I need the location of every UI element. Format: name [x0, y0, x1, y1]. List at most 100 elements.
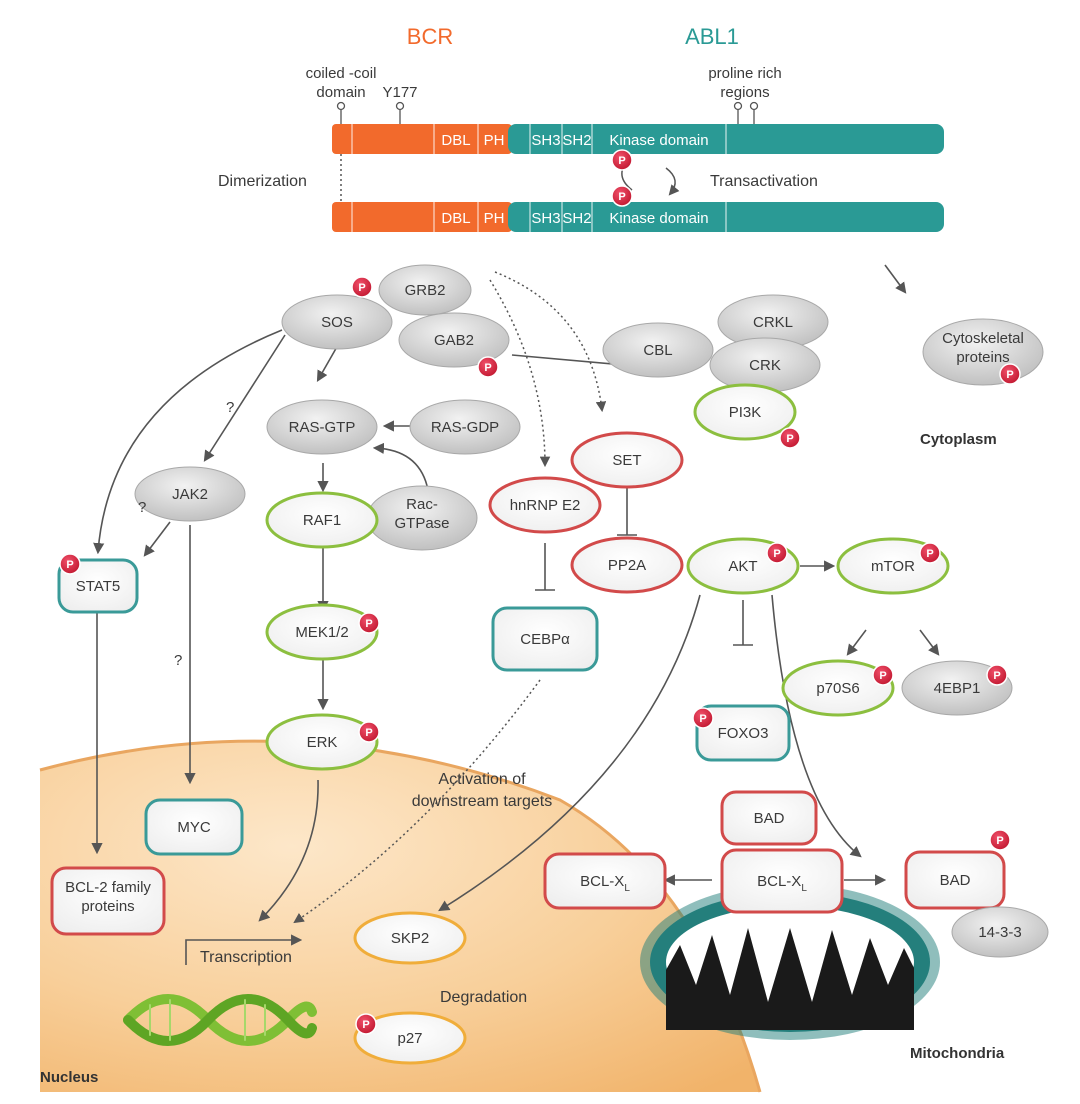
mitochondrion — [640, 884, 940, 1040]
phospho-label: P — [362, 1019, 369, 1031]
node-ebp1: 4EBP1 — [901, 660, 1013, 716]
node-label-bcl2-0: BCL-2 family — [65, 879, 151, 896]
node-pi3k: PI3K — [693, 383, 797, 441]
phospho-label: P — [926, 548, 933, 560]
node-erk: ERK — [265, 713, 379, 771]
node-gab2: GAB2 — [398, 312, 510, 368]
phospho-label: P — [66, 559, 73, 571]
node-label-hnrnp: hnRNP E2 — [510, 497, 581, 514]
phospho-label: P — [365, 618, 372, 630]
inhibition-lines — [535, 487, 753, 646]
node-label-rac-0: Rac- — [406, 496, 438, 513]
phospho-icon: P — [611, 149, 633, 171]
node-14-3-3: 14-3-3 — [951, 906, 1049, 958]
phospho-icon: P — [872, 664, 894, 686]
node-label-ras-gdp: RAS-GDP — [431, 419, 499, 436]
sh2-domain-label: SH2 — [562, 132, 591, 149]
sh3-domain-label-2: SH3 — [531, 210, 560, 227]
node-label-bclxl-center: BCL-XL — [757, 873, 807, 894]
node-label-bclxl-left: BCL-XL — [580, 873, 630, 894]
phospho-label: P — [699, 713, 706, 725]
node-label-set: SET — [612, 452, 641, 469]
node-label-jak2: JAK2 — [172, 486, 208, 503]
node-label-akt: AKT — [728, 558, 757, 575]
node-label-stat5: STAT5 — [76, 578, 120, 595]
phospho-icon: P — [999, 363, 1021, 385]
phospho-icon: P — [358, 721, 380, 743]
node-p27: p27 — [353, 1011, 467, 1065]
phospho-label: P — [618, 155, 625, 167]
phospho-icon: P — [611, 185, 633, 207]
dbl-domain-label: DBL — [441, 132, 470, 149]
phospho-icon: P — [766, 542, 788, 564]
node-set: SET — [570, 431, 684, 489]
ph-domain-label: PH — [484, 132, 505, 149]
node-mek: MEK1/2 — [265, 603, 379, 661]
mitochondria-label: Mitochondria — [910, 1045, 1005, 1062]
node-foxo3: FOXO3 — [695, 704, 791, 762]
kinase-domain-label: Kinase domain — [609, 132, 708, 149]
node-cytoskeletal: Cytoskeletal proteins — [922, 318, 1044, 386]
sh2-domain-label-2: SH2 — [562, 210, 591, 227]
node-ras-gtp: RAS-GTP — [266, 399, 378, 455]
node-label-cbl: CBL — [643, 342, 672, 359]
coiled-coil-label-line2: domain — [316, 84, 365, 101]
node-label-raf1: RAF1 — [303, 512, 341, 529]
node-label-cytoskeletal-0: Cytoskeletal — [942, 330, 1024, 347]
fusion-protein-bottom: DBL PH SH3 SH2 Kinase domain — [332, 202, 944, 232]
proline-label-line1: proline rich — [708, 65, 781, 82]
subscript-l: L — [801, 883, 807, 894]
node-label-pp2a: PP2A — [608, 557, 646, 574]
subscript-l: L — [624, 883, 630, 894]
fusion-protein-top: DBL PH SH3 SH2 Kinase domain — [332, 124, 944, 154]
node-bad-top: BAD — [720, 790, 818, 846]
node-label-crk: CRK — [749, 357, 781, 374]
node-hnrnp: hnRNP E2 — [488, 476, 602, 534]
phospho-icon: P — [355, 1013, 377, 1035]
node-label-grb2: GRB2 — [405, 282, 446, 299]
dimerization-label: Dimerization — [218, 173, 307, 190]
phospho-label: P — [618, 191, 625, 203]
node-grb2: GRB2 — [378, 264, 472, 316]
node-label-p27: p27 — [397, 1030, 422, 1047]
node-skp2: SKP2 — [353, 911, 467, 965]
node-label-cebpa: CEBPα — [520, 631, 570, 648]
node-bclxl-center: BCL-XL — [720, 848, 844, 914]
phospho-icon: P — [986, 664, 1008, 686]
node-label-sos: SOS — [321, 314, 353, 331]
coiled-coil-label-line1: coiled -coil — [306, 65, 377, 82]
dbl-domain-label-2: DBL — [441, 210, 470, 227]
phospho-icon: P — [779, 427, 801, 449]
node-sos: SOS — [281, 294, 393, 350]
node-label-p70s6: p70S6 — [816, 680, 859, 697]
node-rac: Rac- GTPase — [366, 485, 478, 551]
phospho-icon: P — [477, 356, 499, 378]
degradation-label: Degradation — [440, 989, 527, 1006]
node-label-crkl: CRKL — [753, 314, 793, 331]
node-cebpa: CEBPα — [491, 606, 599, 672]
node-ras-gdp: RAS-GDP — [409, 399, 521, 455]
phospho-icon: P — [919, 542, 941, 564]
phospho-label: P — [358, 282, 365, 294]
node-label-rac-1: GTPase — [394, 515, 449, 532]
node-bclxl-left: BCL-XL — [543, 852, 667, 910]
node-crk: CRK — [709, 337, 821, 393]
node-raf1: RAF1 — [265, 491, 379, 549]
phospho-label: P — [365, 727, 372, 739]
question-mark-1: ? — [226, 399, 234, 416]
transcription-label: Transcription — [200, 949, 292, 966]
node-label-myc: MYC — [177, 819, 211, 836]
node-label-cytoskeletal-1: proteins — [956, 349, 1009, 366]
bcr-title: BCR — [407, 24, 453, 49]
dna-helix-icon — [123, 994, 317, 1046]
node-myc: MYC — [144, 798, 244, 856]
node-label-mtor: mTOR — [871, 558, 915, 575]
phospho-label: P — [879, 670, 886, 682]
cytoplasm-label: Cytoplasm — [920, 431, 997, 448]
kinase-domain-label-2: Kinase domain — [609, 210, 708, 227]
node-stat5: STAT5 — [57, 558, 139, 614]
node-label-14-3-3: 14-3-3 — [978, 924, 1021, 941]
